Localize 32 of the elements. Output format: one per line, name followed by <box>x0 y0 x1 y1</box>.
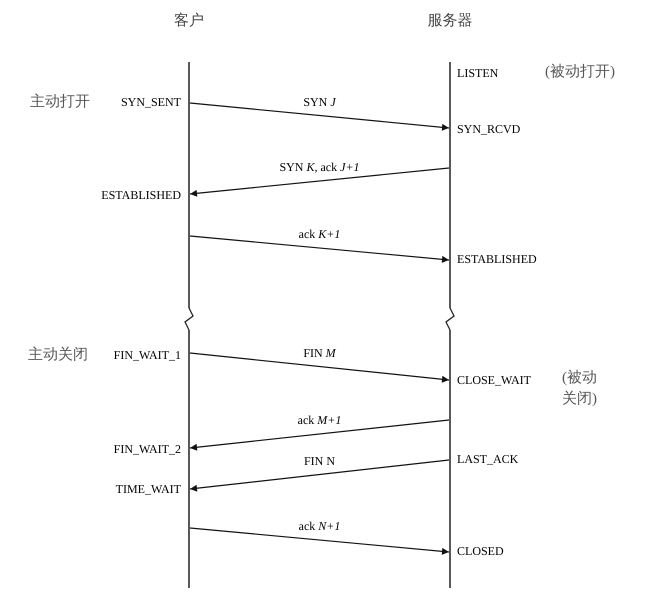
column-heading: 服务器 <box>428 12 472 31</box>
note-text: 主动关闭 <box>28 345 88 365</box>
edge-label: SYN J <box>301 96 338 108</box>
timeline <box>188 62 190 588</box>
edge-label: ack M+1 <box>296 414 344 426</box>
column-heading: 客户 <box>174 11 204 31</box>
arrow <box>190 527 450 555</box>
arrow <box>190 102 450 131</box>
arrow <box>190 419 450 451</box>
arrow <box>190 459 450 492</box>
note-text: (被动关闭) <box>562 368 598 409</box>
edge-label: ack N+1 <box>296 520 342 532</box>
edge-label: FIN M <box>301 346 338 358</box>
state-label: LISTEN <box>457 65 498 82</box>
state-label: LAST_ACK <box>457 451 518 468</box>
note-text: 主动打开 <box>30 92 90 112</box>
state-label: FIN_WAIT_2 <box>114 441 181 458</box>
state-label: TIME_WAIT <box>116 481 181 498</box>
timeline <box>449 62 451 588</box>
state-label: SYN_RCVD <box>457 121 520 138</box>
edge-label: FIN N <box>302 454 337 466</box>
state-label: CLOSED <box>457 543 504 560</box>
state-label: FIN_WAIT_1 <box>114 347 181 364</box>
arrow <box>190 167 450 197</box>
state-label: CLOSE_WAIT <box>457 372 531 389</box>
edge-label: ack K+1 <box>296 228 342 240</box>
note-text: (被动打开) <box>545 62 615 82</box>
state-label: SYN_SENT <box>120 94 181 111</box>
arrow <box>190 352 450 383</box>
arrow <box>190 235 450 263</box>
state-label: ESTABLISHED <box>101 187 181 204</box>
state-label: ESTABLISHED <box>457 251 537 268</box>
